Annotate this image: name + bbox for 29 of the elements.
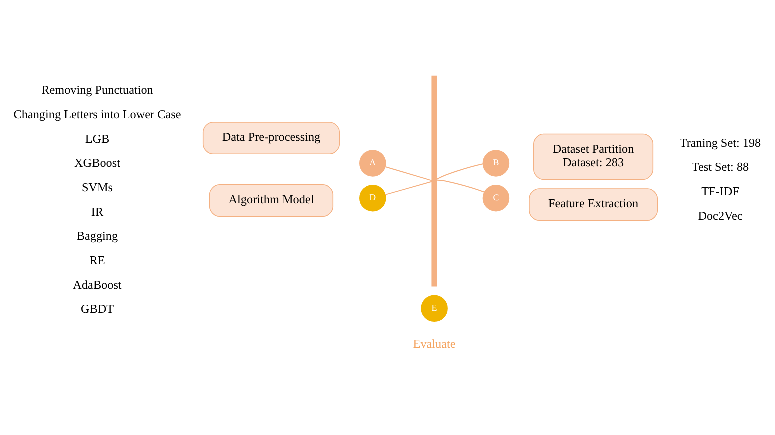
node-bar [432, 75, 438, 286]
label: Removing Punctuation [42, 82, 154, 97]
label: SVMs [82, 180, 114, 194]
label: AdaBoost [73, 277, 122, 292]
node-circle: D [360, 184, 386, 212]
node-circle: C [482, 184, 510, 212]
node-circle: B [482, 150, 510, 176]
label: RE [90, 252, 106, 267]
connector [385, 180, 433, 195]
label: Changing Letters into Lower Case [14, 106, 182, 121]
label: Bagging [76, 228, 118, 243]
node-box: Feature Extraction [529, 188, 658, 221]
node-circle: A [360, 150, 386, 176]
label: IR [91, 204, 104, 218]
node-circle: E [421, 294, 448, 322]
connector [436, 163, 484, 180]
label: XGBoost [74, 156, 120, 170]
label: GBDT [80, 302, 114, 316]
connector [436, 179, 486, 192]
node-box: Dataset Partition Dataset: 283 [534, 133, 654, 180]
label: LGB [85, 131, 110, 146]
node-box: Algorithm Model [209, 184, 334, 216]
label: Traning Set: 198 [680, 135, 762, 150]
connector [385, 166, 433, 181]
label: Test Set: 88 [692, 160, 750, 174]
label: TF-IDF [702, 184, 740, 198]
label: Doc2Vec [698, 208, 743, 222]
node-label: Evaluate [413, 336, 456, 350]
node-box: Data Pre-processing [202, 122, 340, 154]
